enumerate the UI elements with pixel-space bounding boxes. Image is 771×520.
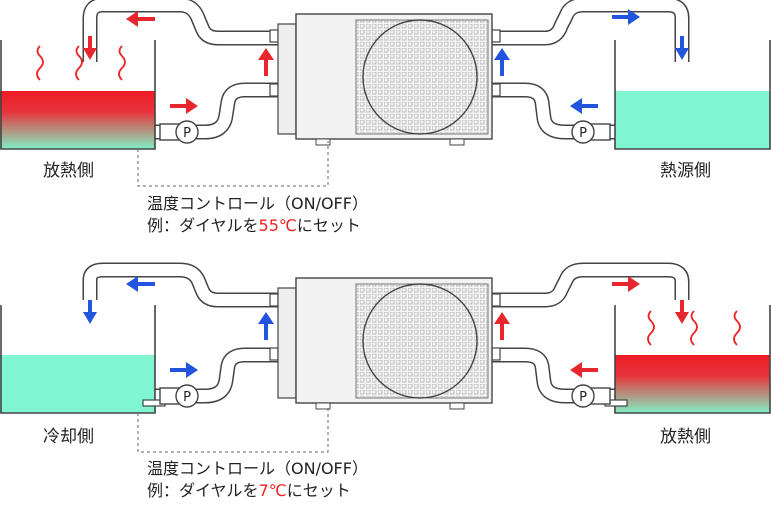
arrow-left-pump [170, 98, 198, 114]
pump-right-bottom-label: P [579, 390, 587, 405]
heat-pump-unit-bottom [269, 277, 501, 410]
label-bottom-left: 冷却側 [43, 427, 94, 447]
tank-right-liquid-cool [615, 91, 770, 149]
arrow-top-right [612, 9, 640, 25]
example-temp-top: 55℃ [258, 215, 297, 235]
pump-right-bottom: P [571, 384, 628, 408]
control-title-bottom: 温度コントロール（ON/OFF） [147, 459, 368, 478]
tank-left-liquid-cool [0, 355, 155, 413]
label-bottom-right: 放熱側 [660, 427, 711, 447]
control-line-bottom [137, 407, 329, 453]
example-prefix-bottom: 例：ダイヤルを [147, 480, 259, 500]
arrow-b-left-down [83, 300, 97, 324]
pipe-left-upper-inner [84, 0, 278, 62]
pump-left-bottom-label: P [183, 390, 191, 405]
tank-right-bottom [614, 305, 771, 414]
arrow-b-left-pump [170, 362, 198, 378]
flow-arrows-bottom [83, 276, 689, 378]
flow-arrows [83, 9, 689, 114]
label-top-left: 放熱側 [43, 161, 94, 181]
arrow-right-pump [570, 98, 598, 114]
panel-top: P P [0, 0, 771, 187]
control-note-top: 温度コントロール（ON/OFF） 例：ダイヤルを55℃にセット [147, 193, 368, 236]
arrow-right-down [675, 36, 689, 60]
control-title-top: 温度コントロール（ON/OFF） [147, 194, 368, 213]
tank-left-bottom [0, 305, 156, 414]
label-top-right: 熱源側 [660, 161, 711, 181]
arrow-b-right-down [675, 300, 689, 324]
arrow-unit-left-up [258, 48, 274, 76]
control-example-bottom: 例：ダイヤルを7℃にセット [147, 480, 368, 502]
tank-right-liquid-hot [615, 355, 770, 413]
heat-waves-left [36, 45, 126, 81]
arrow-left-down [83, 36, 97, 60]
example-prefix-top: 例：ダイヤルを [147, 215, 259, 235]
pump-left-bottom: P [142, 384, 199, 408]
arrow-top-left-return [126, 11, 155, 27]
tank-right [614, 40, 771, 150]
arrow-unit-right-up [494, 48, 510, 76]
pump-left: P [159, 120, 199, 144]
tank-left-liquid-hot [0, 91, 155, 149]
arrow-b-right-pump [570, 362, 598, 378]
control-line-top [137, 141, 329, 187]
arrow-b-unit-right-up [494, 312, 510, 340]
arrow-b-unit-left-up [258, 312, 274, 340]
pump-right: P [571, 120, 611, 144]
heat-waves-right [647, 310, 741, 346]
arrow-b-top-right [612, 276, 640, 292]
control-example-top: 例：ダイヤルを55℃にセット [147, 215, 368, 237]
pump-right-label: P [579, 126, 587, 141]
heat-pump-unit [269, 13, 501, 146]
example-suffix-bottom: にセット [286, 480, 351, 500]
control-note-bottom: 温度コントロール（ON/OFF） 例：ダイヤルを7℃にセット [147, 458, 368, 501]
tank-left [0, 40, 156, 150]
example-suffix-top: にセット [296, 215, 361, 235]
panel-bottom: P P [0, 262, 771, 453]
pump-left-label: P [183, 126, 191, 141]
arrow-b-top-left [126, 276, 155, 292]
example-temp-bottom: 7℃ [258, 480, 287, 500]
